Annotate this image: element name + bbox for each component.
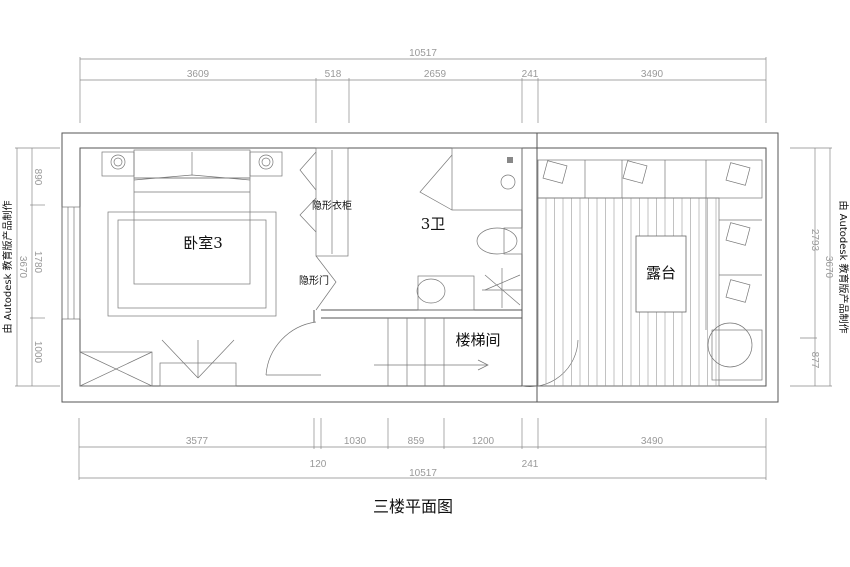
label-hidden-door: 隐形门 — [299, 274, 329, 287]
dim-top-total: 10517 — [409, 48, 437, 59]
room-label-stairwell: 楼梯间 — [455, 331, 500, 349]
walls — [61, 132, 779, 403]
dim-left-2: 1780 — [32, 251, 43, 274]
dim-right-2: 877 — [809, 352, 820, 369]
bottom-dimensions: 3577 1030 859 1200 3490 120 241 10517 — [78, 418, 767, 480]
hidden-door — [315, 255, 337, 311]
label-hidden-wardrobe: 隐形衣柜 — [312, 199, 352, 212]
dim-left-3: 1000 — [32, 341, 43, 364]
dim-bottom-4: 1200 — [472, 436, 495, 447]
dim-bottom-3: 859 — [408, 436, 425, 447]
dim-bottom-2: 1030 — [344, 436, 367, 447]
dim-top-1: 3609 — [187, 69, 210, 80]
dim-top-4: 241 — [522, 69, 539, 80]
dim-bottom-total: 10517 — [409, 468, 437, 479]
dim-top-2: 518 — [325, 69, 342, 80]
bed — [101, 149, 283, 317]
top-dimensions: 10517 3609 518 2659 241 3490 — [79, 48, 767, 123]
dim-left-total: 3670 — [17, 256, 28, 279]
room-label-bedroom: 卧室3 — [183, 234, 223, 252]
watermark-right: 由 Autodesk 教育版产品制作 — [837, 200, 850, 333]
dim-bottom-small-2: 241 — [522, 459, 539, 470]
left-dimensions: 890 1780 1000 3670 由 Autodesk 教育版产品制作 — [1, 147, 60, 387]
dim-bottom-1: 3577 — [186, 436, 209, 447]
dim-right-1: 2793 — [809, 229, 820, 252]
terrace-deck — [537, 159, 763, 387]
bathroom-fixtures — [416, 147, 523, 311]
dim-left-1: 890 — [32, 169, 43, 186]
storage — [79, 339, 237, 387]
room-label-bathroom: 3卫 — [421, 215, 446, 233]
dim-top-3: 2659 — [424, 69, 447, 80]
dim-bottom-5: 3490 — [641, 436, 664, 447]
drawing-title: 三楼平面图 — [373, 497, 453, 516]
dim-bottom-small-1: 120 — [310, 459, 327, 470]
dim-right-total: 3670 — [823, 256, 834, 279]
dim-top-5: 3490 — [641, 69, 664, 80]
room-label-terrace: 露台 — [646, 264, 676, 282]
right-dimensions: 2793 877 3670 由 Autodesk 教育版产品制作 — [790, 147, 850, 387]
wardrobe — [299, 147, 349, 257]
watermark-left: 由 Autodesk 教育版产品制作 — [1, 200, 14, 333]
